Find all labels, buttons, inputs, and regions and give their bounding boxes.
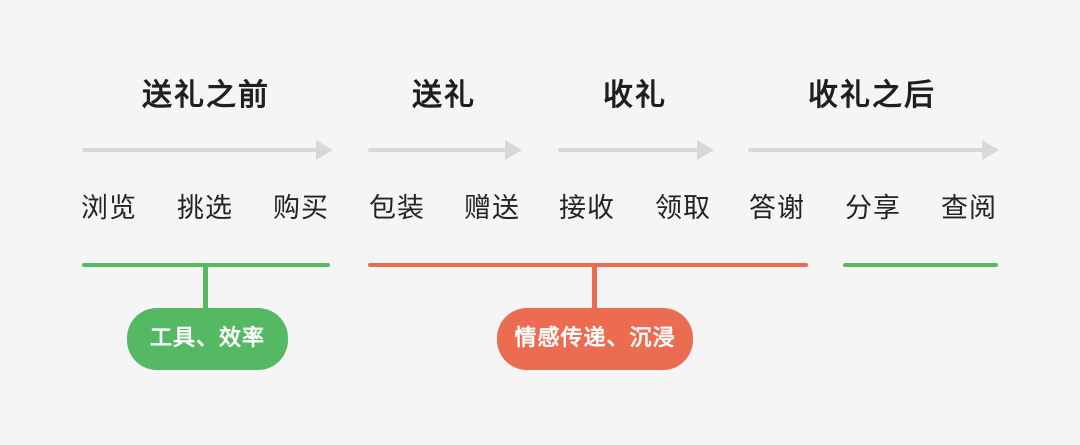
bracket-stem-emotion — [592, 265, 597, 310]
arrow-right-icon — [316, 140, 333, 160]
step-buy: 购买 — [273, 193, 329, 224]
step-give: 赠送 — [464, 193, 520, 224]
phase-arrow-gifting — [368, 140, 522, 160]
phase-title-before-gifting: 送礼之前 — [142, 78, 270, 113]
arrow-right-icon — [505, 140, 522, 160]
bracket-line-emotion — [368, 263, 808, 267]
bracket-label-emotion-immersion: 情感传递、沉浸 — [497, 308, 693, 370]
step-pick: 挑选 — [177, 193, 233, 224]
phase-arrow-after-receiving — [748, 140, 999, 160]
bracket-line-share-review — [843, 263, 998, 267]
step-thank: 答谢 — [749, 193, 805, 224]
phase-arrow-before-gifting — [82, 140, 333, 160]
step-review: 查阅 — [941, 193, 997, 224]
bracket-label-tools-efficiency: 工具、效率 — [127, 308, 288, 370]
phase-title-receiving: 收礼 — [603, 78, 667, 113]
step-claim: 领取 — [655, 193, 711, 224]
phase-title-gifting: 送礼 — [412, 78, 476, 113]
step-receive: 接收 — [559, 193, 615, 224]
arrow-right-icon — [697, 140, 714, 160]
phase-arrow-receiving — [558, 140, 714, 160]
bracket-stem-tools — [203, 265, 208, 310]
step-wrap: 包装 — [369, 193, 425, 224]
step-share: 分享 — [845, 193, 901, 224]
arrow-right-icon — [982, 140, 999, 160]
phase-title-after-receiving: 收礼之后 — [808, 78, 936, 113]
step-browse: 浏览 — [81, 193, 137, 224]
